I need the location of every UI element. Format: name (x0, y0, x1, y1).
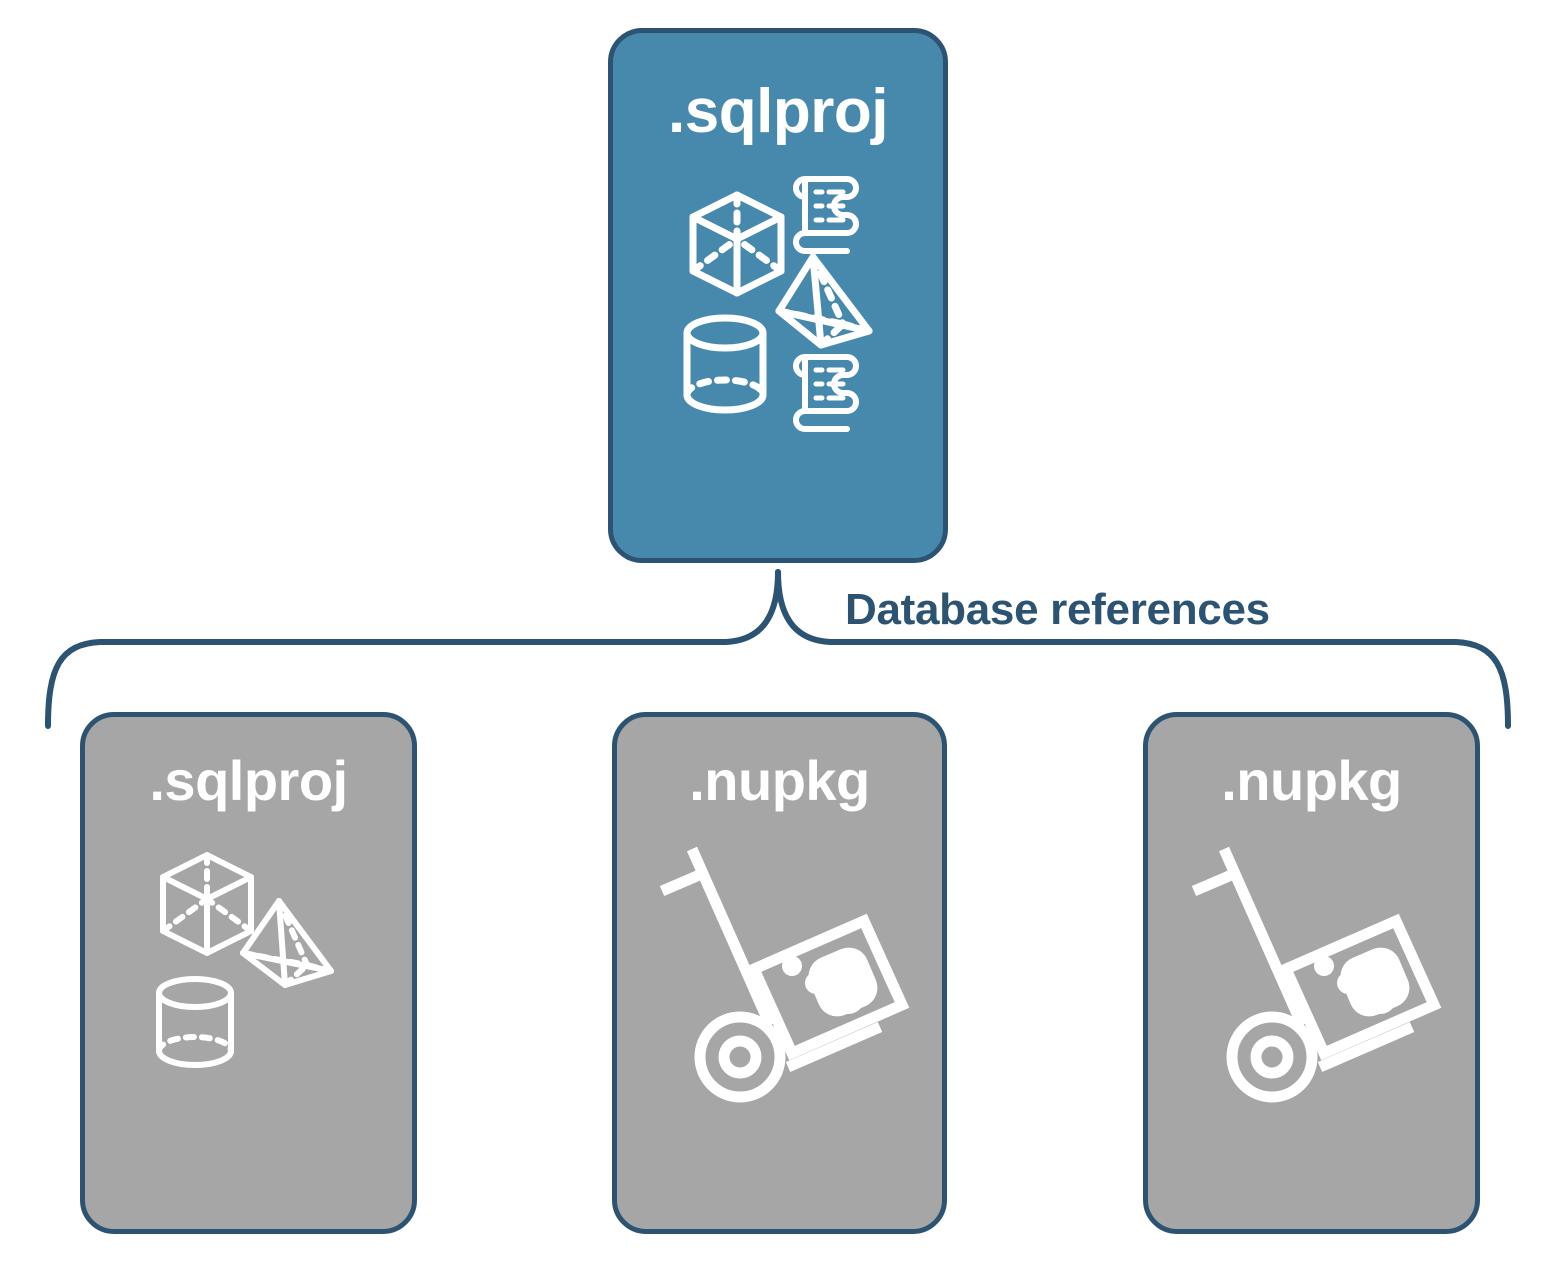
pyramid-icon (239, 898, 334, 988)
nupkg-2-icon-group (1191, 846, 1441, 1103)
scroll-icon (793, 354, 859, 432)
hand-truck-package-icon (659, 846, 909, 1103)
connector-label-database-references: Database references (845, 585, 1270, 634)
card-nupkg-2[interactable]: .nupkg (1143, 712, 1480, 1234)
cube-icon (689, 191, 785, 297)
card-title-nupkg-1: .nupkg (689, 749, 870, 812)
card-artwork-sqlproj-reference (85, 809, 412, 1229)
card-artwork-sqlproj-root (613, 143, 943, 558)
scroll-icon (793, 176, 859, 254)
card-nupkg-1[interactable]: .nupkg (612, 712, 947, 1234)
card-artwork-nupkg-1 (617, 809, 942, 1229)
brace-left-arm (45, 569, 781, 729)
card-title-nupkg-2: .nupkg (1221, 749, 1402, 812)
nupkg-1-icon-group (659, 846, 909, 1103)
card-sqlproj-root[interactable]: .sqlproj (608, 28, 948, 563)
cube-icon (159, 852, 254, 956)
card-sqlproj-reference[interactable]: .sqlproj (80, 712, 417, 1234)
sqlproj-reference-icon-group (155, 852, 334, 1068)
cylinder-icon (683, 314, 767, 414)
hand-truck-package-icon (1191, 846, 1441, 1103)
card-title-sqlproj-reference: .sqlproj (149, 749, 348, 812)
card-title-sqlproj-root: .sqlproj (668, 77, 888, 146)
cylinder-icon (155, 976, 234, 1068)
card-artwork-nupkg-2 (1148, 809, 1475, 1229)
pyramid-icon (775, 253, 873, 349)
sqlproj-root-icon-group (683, 176, 873, 432)
